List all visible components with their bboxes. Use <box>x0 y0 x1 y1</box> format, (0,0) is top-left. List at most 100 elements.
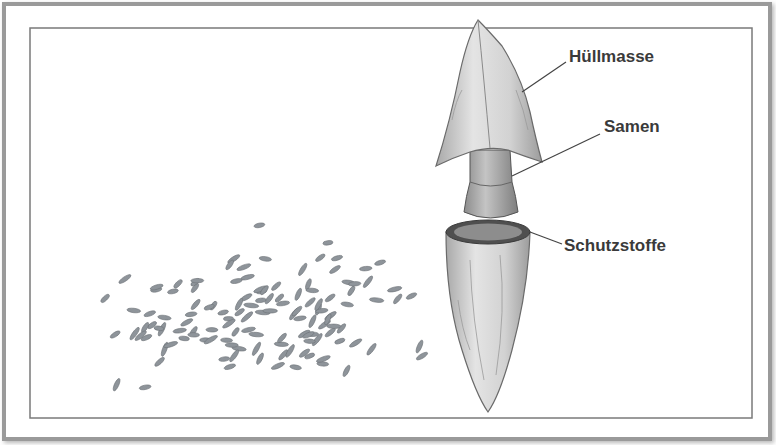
part-label: Samen <box>604 117 660 137</box>
small-seed <box>387 286 402 294</box>
small-seed <box>304 352 315 360</box>
small-seed <box>405 292 417 301</box>
small-seed <box>150 283 164 291</box>
small-seed <box>241 326 256 333</box>
small-seed <box>240 273 255 281</box>
pellet-shell-bottom <box>446 232 530 412</box>
small-seed <box>206 327 218 332</box>
small-seed <box>271 361 286 371</box>
part-label: Hüllmasse <box>569 47 654 67</box>
small-seed <box>158 314 172 320</box>
small-seed <box>348 281 361 286</box>
small-seed <box>323 313 332 326</box>
small-seed <box>188 332 200 337</box>
small-seed <box>323 240 333 246</box>
small-seed <box>366 342 378 356</box>
small-seed <box>304 339 316 344</box>
leader-line <box>522 62 566 92</box>
small-seed <box>222 318 237 330</box>
small-seed <box>255 352 264 365</box>
small-seed <box>392 293 403 305</box>
small-seed <box>173 328 187 334</box>
small-seed <box>259 256 272 262</box>
leader-lines <box>512 62 600 244</box>
small-seed <box>217 309 229 316</box>
small-seed <box>173 279 184 290</box>
small-seed <box>109 330 121 340</box>
small-seed <box>348 337 362 348</box>
seed-heap <box>100 222 429 392</box>
small-seed <box>154 325 165 331</box>
small-seed <box>225 259 235 271</box>
small-seed <box>236 263 251 272</box>
part-label: Schutzstoffe <box>564 236 666 256</box>
protective-layer-inner <box>454 224 522 241</box>
small-seed <box>342 364 352 377</box>
small-seed <box>225 343 238 348</box>
small-seed <box>204 303 215 310</box>
small-seed <box>331 254 343 262</box>
small-seed <box>185 311 197 317</box>
small-seed <box>362 275 374 289</box>
small-seed <box>291 305 303 317</box>
small-seed <box>293 315 306 321</box>
small-seed <box>304 296 317 308</box>
small-seed <box>263 309 278 314</box>
leader-line <box>530 232 562 244</box>
small-seed <box>220 338 232 343</box>
small-seed <box>334 337 345 345</box>
small-seed <box>228 349 240 363</box>
small-seed <box>297 262 308 276</box>
small-seed <box>134 330 148 342</box>
small-seed <box>143 310 156 318</box>
small-seed <box>315 253 327 263</box>
small-seed <box>234 297 244 311</box>
leader-line <box>512 134 600 176</box>
small-seed <box>270 281 282 292</box>
small-seed <box>369 297 384 303</box>
small-seed <box>415 339 424 353</box>
small-seed <box>224 363 237 371</box>
outer-frame <box>4 4 770 439</box>
small-seed <box>302 330 315 339</box>
protective-layer <box>446 220 530 244</box>
inner-frame <box>30 28 752 418</box>
seed-pellet <box>436 20 542 412</box>
small-seed <box>255 298 266 303</box>
small-seed <box>249 332 264 338</box>
seed <box>464 150 518 218</box>
small-seed <box>154 356 166 368</box>
small-seed <box>329 264 342 275</box>
small-seed <box>244 302 259 308</box>
small-seed <box>118 273 132 285</box>
small-seed <box>294 287 303 301</box>
small-seed <box>276 332 287 344</box>
small-seed <box>230 278 242 285</box>
small-seed <box>240 310 254 323</box>
small-seed <box>274 293 285 303</box>
shell-crease <box>478 20 490 148</box>
pellet-shell-top <box>436 20 542 166</box>
small-seed <box>190 298 202 311</box>
small-seed <box>284 344 295 359</box>
small-seed <box>327 324 341 329</box>
small-seed <box>341 301 354 307</box>
small-seed <box>191 278 204 283</box>
shell-texture <box>458 255 502 380</box>
small-seed <box>274 342 288 347</box>
small-seed <box>259 284 269 295</box>
small-seed <box>139 384 151 390</box>
small-seed <box>306 288 319 293</box>
small-seed <box>374 259 386 266</box>
small-seed <box>290 364 302 370</box>
small-seed <box>127 307 141 313</box>
small-seed <box>100 293 111 304</box>
small-seed <box>347 285 356 296</box>
seed-edge <box>470 182 512 186</box>
small-seed <box>324 293 336 303</box>
small-seed <box>218 356 230 362</box>
shell-texture <box>452 90 528 130</box>
small-seed <box>179 336 190 341</box>
